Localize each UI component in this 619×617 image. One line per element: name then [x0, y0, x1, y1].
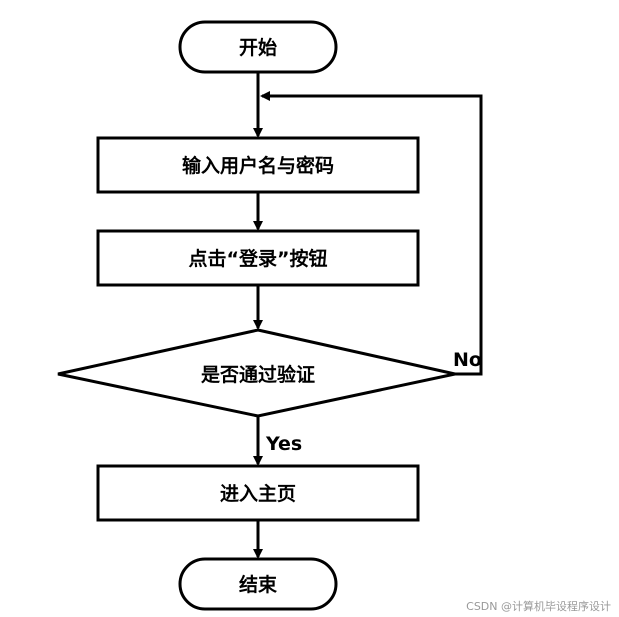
no-label: No — [453, 349, 482, 371]
enter-home-label: 进入主页 — [220, 483, 296, 505]
input-credentials-label: 输入用户名与密码 — [182, 154, 334, 177]
click-login-label: 点击“登录”按钮 — [189, 247, 328, 270]
watermark-text: CSDN @计算机毕设程序设计 — [466, 599, 611, 613]
start-label: 开始 — [239, 36, 277, 59]
arrow-no-loop — [260, 91, 483, 376]
end-label: 结束 — [239, 573, 278, 596]
yes-label: Yes — [265, 433, 302, 455]
input-credentials-box — [96, 136, 420, 194]
end-terminator — [178, 557, 338, 611]
verify-decision-label: 是否通过验证 — [201, 363, 315, 386]
